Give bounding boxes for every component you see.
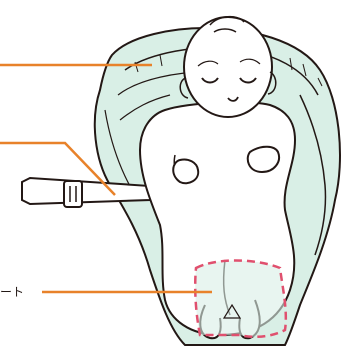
- seat-area: [195, 261, 286, 337]
- callout-label-lower: ート: [0, 286, 24, 298]
- buckle-icon: [64, 181, 82, 207]
